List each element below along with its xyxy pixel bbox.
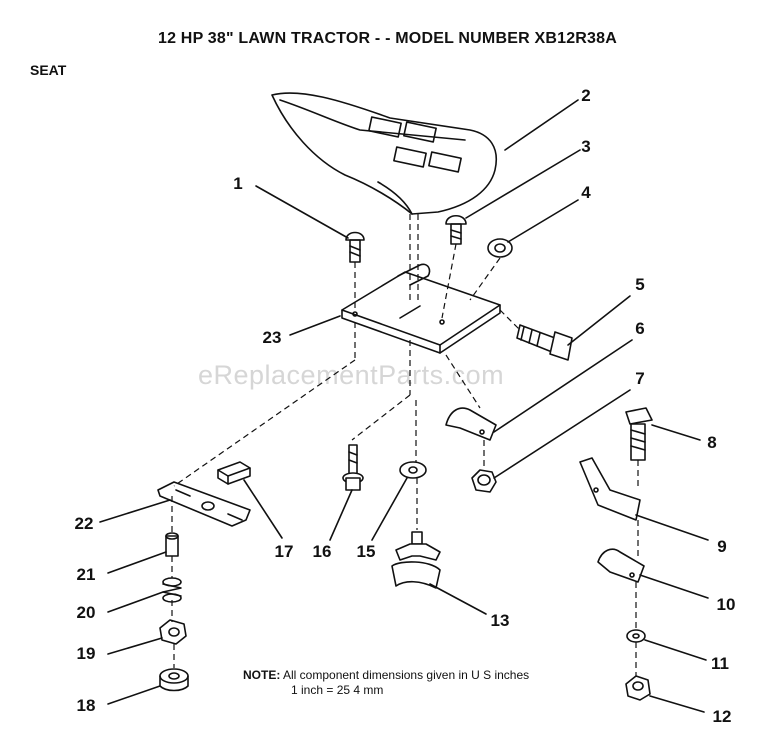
callout-11: 11: [711, 654, 729, 673]
callout-12: 12: [713, 707, 732, 726]
callout-23: 23: [263, 328, 282, 347]
hex-bolt-part: [625, 407, 701, 461]
callout-13: 13: [491, 611, 510, 630]
note-label: NOTE:: [243, 668, 281, 682]
locknut-part: [471, 389, 631, 493]
callout-7: 7: [635, 369, 644, 388]
callout-3: 3: [581, 137, 590, 156]
callout-16: 16: [313, 542, 332, 561]
callouts: 1 2 3 4 5 6 7 8 9 10 11 12 13 15 16 17 1…: [75, 86, 736, 726]
callout-20: 20: [77, 603, 96, 622]
washer-part: [626, 629, 707, 661]
callout-9: 9: [717, 537, 726, 556]
flat-washer-part: [371, 461, 427, 541]
clip-lower-part: [597, 548, 709, 599]
flange-bolt-part: [329, 444, 364, 541]
callout-21: 21: [77, 565, 96, 584]
nut-bottom-part: [625, 675, 705, 713]
callout-17: 17: [275, 542, 294, 561]
adjustment-knob-part: [391, 531, 487, 615]
callout-18: 18: [77, 696, 96, 715]
base-nut-part: [107, 668, 189, 705]
callout-1: 1: [233, 174, 242, 193]
section-label: SEAT: [30, 62, 67, 78]
callout-22: 22: [75, 514, 94, 533]
slide-bracket-part: [99, 481, 251, 527]
spring-part: [107, 577, 182, 613]
nut-part: [487, 199, 579, 258]
note-line-1: All component dimensions given in U S in…: [283, 668, 530, 682]
callout-8: 8: [707, 433, 716, 452]
flange-nut-part: [107, 619, 187, 655]
assembly-lines: [171, 214, 639, 676]
note-line-2: 1 inch = 25 4 mm: [291, 683, 384, 697]
callout-19: 19: [77, 644, 96, 663]
callout-2: 2: [581, 86, 590, 105]
spacer-pin-part: [107, 532, 179, 574]
callout-4: 4: [581, 183, 591, 202]
callout-5: 5: [635, 275, 644, 294]
carriage-bolt-part: [255, 185, 365, 263]
z-bracket-part: [579, 457, 709, 541]
seat-part: [271, 92, 579, 215]
shoulder-bolt-part: [516, 295, 631, 361]
callout-10: 10: [717, 595, 736, 614]
screw-part: [445, 149, 581, 245]
clip-part: [445, 339, 633, 441]
callout-15: 15: [357, 542, 376, 561]
seat-bracket-plate: [289, 263, 501, 354]
rubber-block-part: [217, 461, 283, 539]
callout-6: 6: [635, 319, 644, 338]
note-block: NOTE: All component dimensions given in …: [243, 668, 529, 698]
page-title: 12 HP 38" LAWN TRACTOR - - MODEL NUMBER …: [157, 30, 618, 47]
